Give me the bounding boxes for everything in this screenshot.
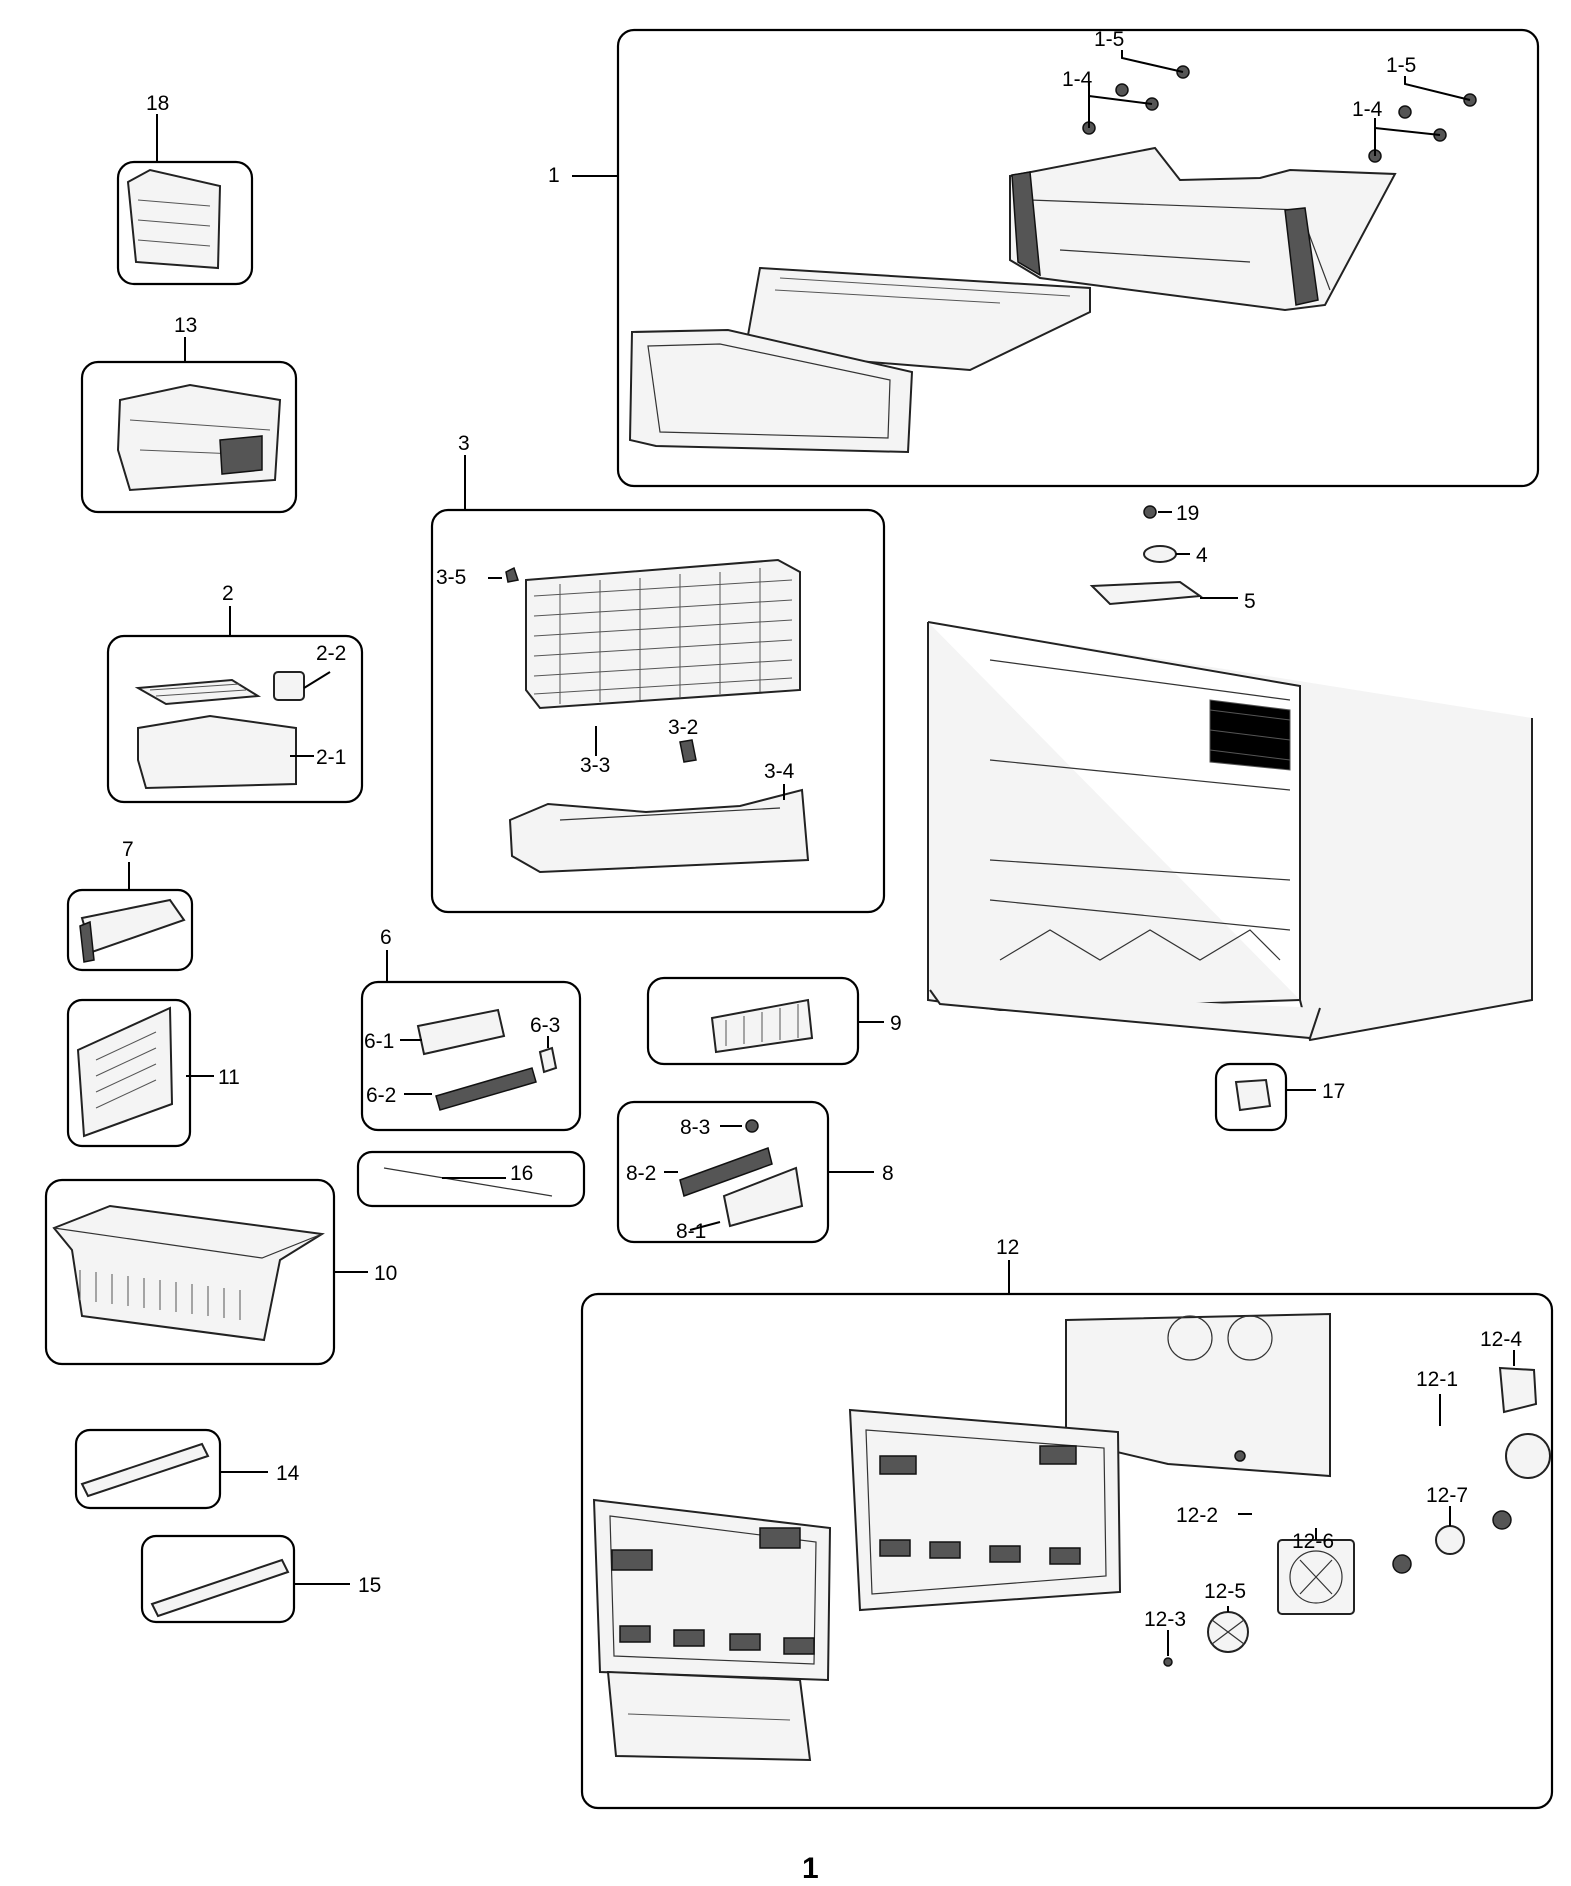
callout-3-3: 3-3 bbox=[580, 754, 610, 777]
callout-1-5-b: 1-5 bbox=[1386, 54, 1416, 77]
callout-14: 14 bbox=[276, 1462, 300, 1485]
group-13-part: 13 bbox=[80, 314, 298, 514]
group-18-part: 18 bbox=[116, 92, 254, 286]
group-6-part: 6 6-1 6-2 6-3 bbox=[360, 926, 582, 1132]
callout-6-3: 6-3 bbox=[530, 1014, 560, 1037]
callout-2: 2 bbox=[222, 582, 234, 605]
group-16-part: 16 bbox=[356, 1150, 586, 1208]
callout-15: 15 bbox=[358, 1574, 381, 1597]
callout-6-2: 6-2 bbox=[366, 1084, 396, 1107]
callout-8-3: 8-3 bbox=[680, 1116, 710, 1139]
group-2-part: 2 2-2 2-1 bbox=[106, 582, 364, 804]
page-number: 1 bbox=[802, 1852, 819, 1885]
group-1-drawer-assembly: 1 1-5 1-4 1-5 1-4 bbox=[548, 28, 1540, 488]
callout-2-2: 2-2 bbox=[316, 642, 346, 665]
callout-1: 1 bbox=[548, 164, 560, 187]
group-14-part: 14 bbox=[74, 1428, 300, 1510]
callout-12: 12 bbox=[996, 1236, 1019, 1259]
callout-12-7: 12-7 bbox=[1426, 1484, 1468, 1507]
callout-8-2: 8-2 bbox=[626, 1162, 656, 1185]
callout-16: 16 bbox=[510, 1162, 533, 1185]
callout-3-4: 3-4 bbox=[764, 760, 795, 783]
callout-8: 8 bbox=[882, 1162, 894, 1185]
group-10-basket: 10 bbox=[44, 1178, 397, 1366]
callout-12-2: 12-2 bbox=[1176, 1504, 1218, 1527]
callout-12-3: 12-3 bbox=[1144, 1608, 1186, 1631]
callout-4: 4 bbox=[1196, 544, 1208, 567]
cabinet-assembly: 19 4 5 17 bbox=[927, 502, 1533, 1132]
callout-3-2: 3-2 bbox=[668, 716, 698, 739]
callout-5: 5 bbox=[1244, 590, 1256, 613]
callout-11: 11 bbox=[218, 1066, 240, 1089]
callout-6-1: 6-1 bbox=[364, 1030, 394, 1053]
group-12-door-assembly: 12 12-1 12-2 12-3 12-4 12-5 12-6 12-7 bbox=[580, 1236, 1554, 1810]
callout-1-4-a: 1-4 bbox=[1062, 68, 1093, 91]
callout-10: 10 bbox=[374, 1262, 397, 1285]
callout-1-4-b: 1-4 bbox=[1352, 98, 1383, 121]
group-8-part: 8-3 8-2 8-1 8 bbox=[616, 1100, 894, 1244]
callout-6: 6 bbox=[380, 926, 392, 949]
callout-7: 7 bbox=[122, 838, 134, 861]
callout-2-1: 2-1 bbox=[316, 746, 346, 769]
callout-1-5-a: 1-5 bbox=[1094, 28, 1124, 51]
callout-8-1: 8-1 bbox=[676, 1220, 706, 1243]
group-15-part: 15 bbox=[140, 1534, 381, 1624]
callout-12-6: 12-6 bbox=[1292, 1530, 1334, 1553]
callout-13: 13 bbox=[174, 314, 197, 337]
group-9-part: 9 bbox=[646, 976, 902, 1066]
callout-12-4: 12-4 bbox=[1480, 1328, 1522, 1351]
callout-12-1: 12-1 bbox=[1416, 1368, 1458, 1391]
callout-12-5: 12-5 bbox=[1204, 1580, 1246, 1603]
group-11-part: 11 bbox=[66, 998, 240, 1148]
callout-3: 3 bbox=[458, 432, 470, 455]
callout-3-5: 3-5 bbox=[436, 566, 466, 589]
callout-9: 9 bbox=[890, 1012, 902, 1035]
callout-18: 18 bbox=[146, 92, 169, 115]
group-7-part: 7 bbox=[66, 838, 194, 972]
callout-19: 19 bbox=[1176, 502, 1199, 525]
callout-17: 17 bbox=[1322, 1080, 1345, 1103]
group-3-evaporator: 3 3-5 3-2 3-3 3-4 bbox=[430, 432, 886, 914]
